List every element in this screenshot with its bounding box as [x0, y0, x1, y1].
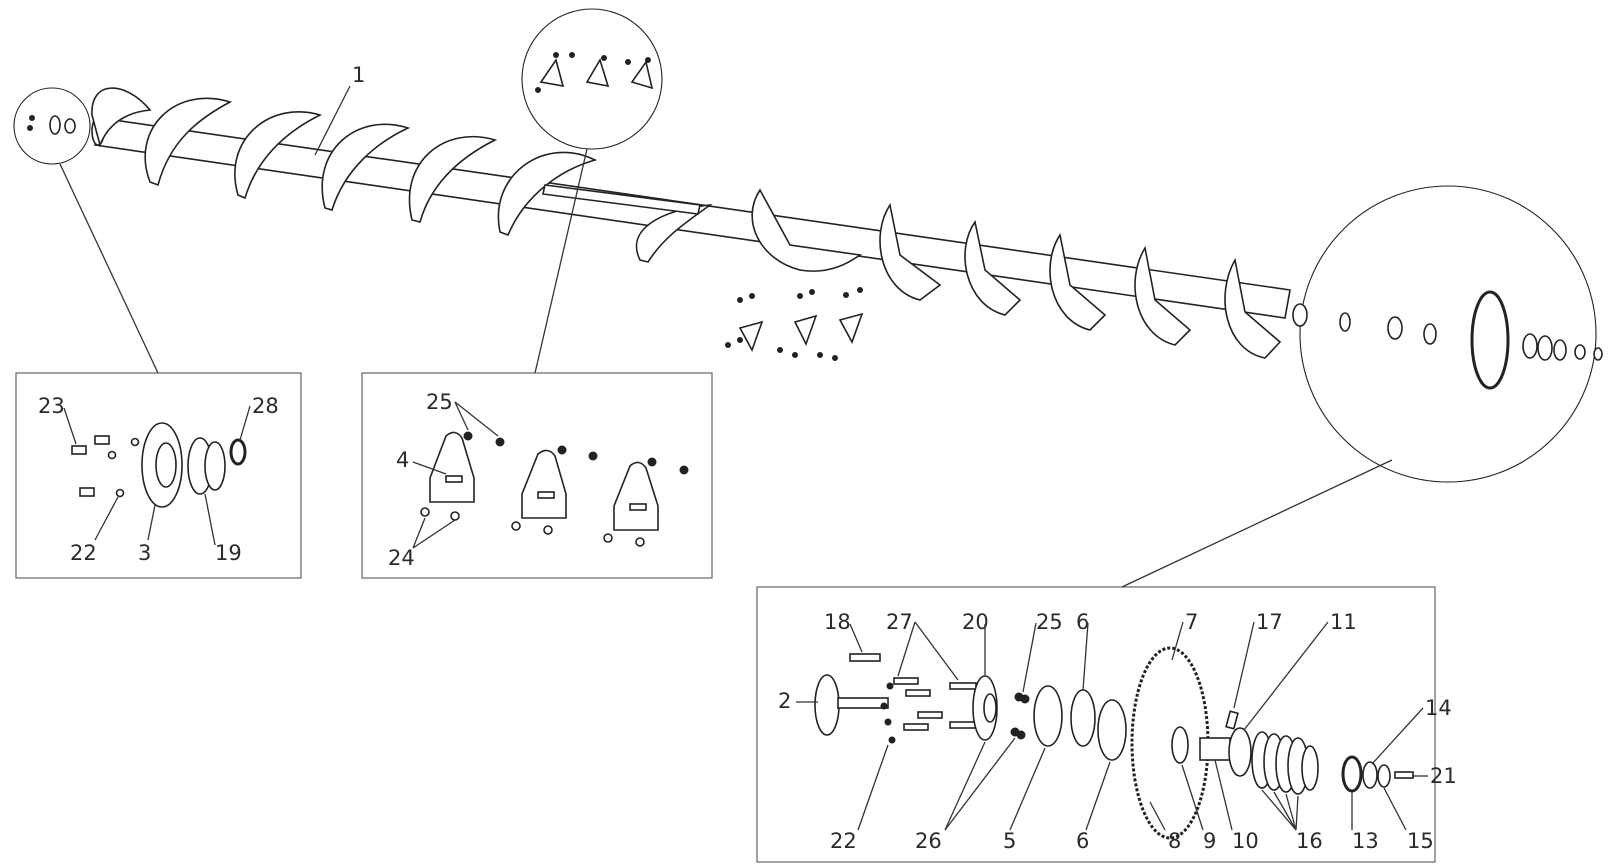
loose-brackets	[725, 287, 864, 361]
detail-box-right: 18 27 20 25 6 7 17 11 2 14 21 22 26 5 6 …	[756, 586, 1457, 863]
detail-box-middle: 25 4 24	[361, 372, 713, 579]
main-shaft-label: 1	[352, 63, 365, 87]
label-25-right: 25	[1036, 610, 1063, 634]
label-27: 27	[886, 610, 913, 634]
label-16: 16	[1296, 829, 1323, 853]
label-4: 4	[396, 448, 409, 472]
label-7: 7	[1185, 610, 1198, 634]
label-24: 24	[388, 546, 415, 570]
label-18: 18	[824, 610, 851, 634]
label-22-right: 22	[830, 829, 857, 853]
label-26: 26	[915, 829, 942, 853]
detail-box-left: 23 28 22 3 19	[15, 372, 302, 579]
label-14: 14	[1425, 696, 1452, 720]
label-3: 3	[138, 541, 151, 565]
magnifier-right	[1121, 185, 1603, 588]
label-17: 17	[1256, 610, 1283, 634]
label-13: 13	[1352, 829, 1379, 853]
label-21: 21	[1430, 764, 1457, 788]
auger-flights-left	[91, 87, 713, 263]
label-10: 10	[1232, 829, 1259, 853]
auger-assembly: 1	[91, 63, 1291, 359]
auger-flights-right	[751, 188, 1282, 359]
label-23: 23	[38, 394, 65, 418]
label-5: 5	[1003, 829, 1016, 853]
magnifier-left	[13, 87, 159, 374]
label-19: 19	[215, 541, 242, 565]
label-8: 8	[1168, 829, 1181, 853]
label-28: 28	[252, 394, 279, 418]
label-15: 15	[1407, 829, 1434, 853]
label-22: 22	[70, 541, 97, 565]
label-25-mid: 25	[426, 390, 453, 414]
label-9: 9	[1203, 829, 1216, 853]
label-2: 2	[778, 689, 791, 713]
label-20: 20	[962, 610, 989, 634]
label-6-top: 6	[1076, 610, 1089, 634]
magnifier-middle	[521, 8, 663, 374]
label-11: 11	[1330, 610, 1357, 634]
label-6-bottom: 6	[1076, 829, 1089, 853]
